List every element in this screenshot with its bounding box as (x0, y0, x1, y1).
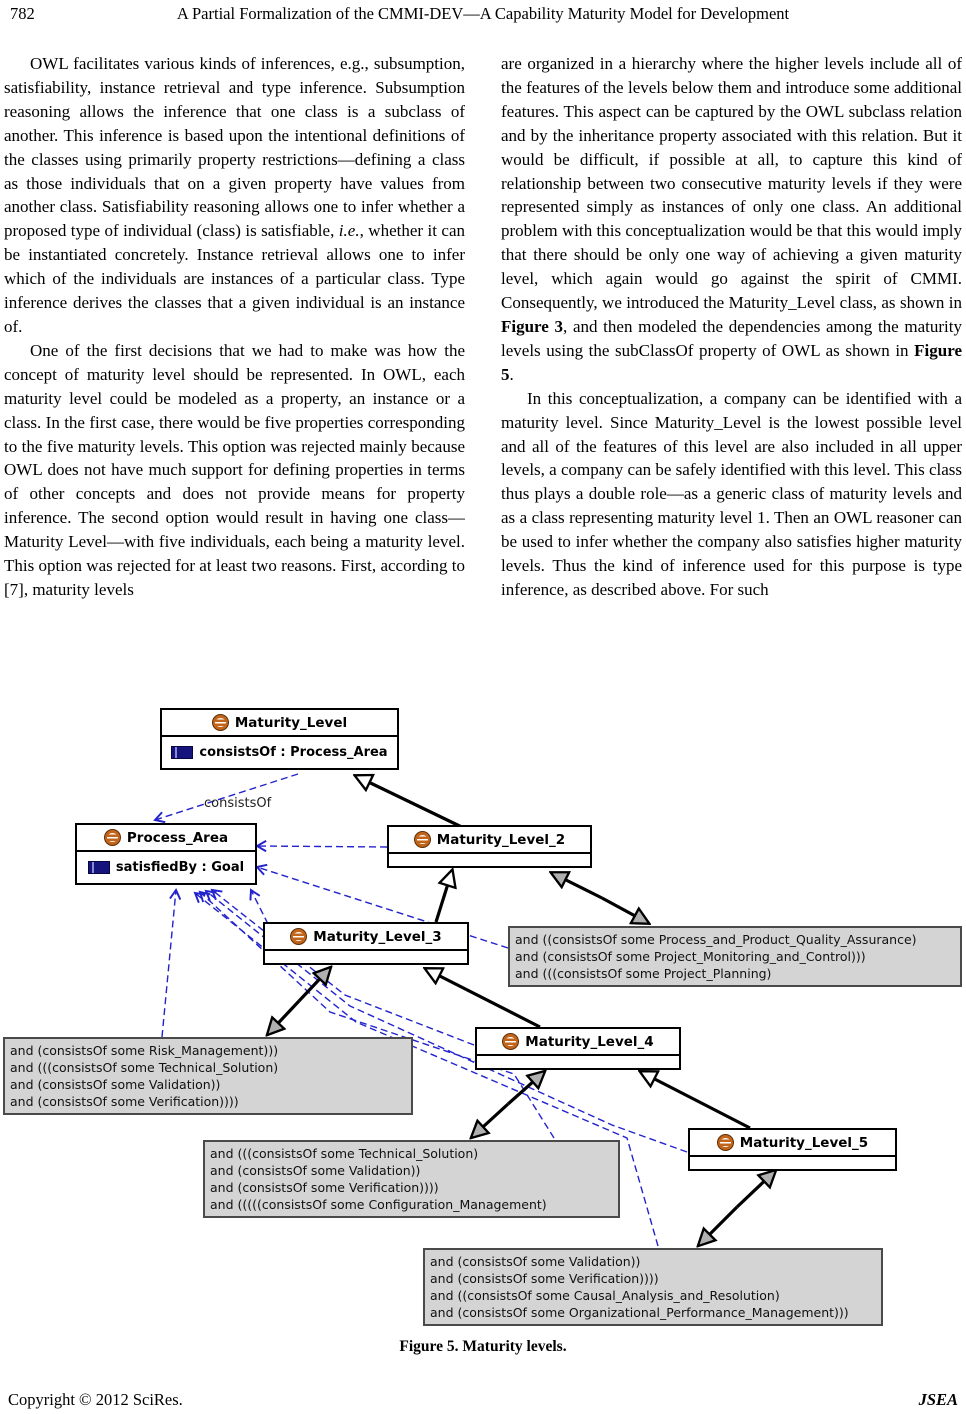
constraint-line: and (((consistsOf some Technical_Solutio… (210, 1146, 479, 1161)
equiv-edge-ml4-c4-b (472, 1102, 510, 1137)
equiv-edge-ml4-c4-a (506, 1072, 544, 1106)
node-title-row: Process_Area (77, 825, 255, 852)
consistsof-edge-ml3-pa (249, 888, 269, 925)
constraint-line: and (consistsOf some Verification)))) (430, 1271, 659, 1286)
running-title: A Partial Formalization of the CMMI-DEV—… (176, 4, 790, 23)
constraint-box-ml5: and (consistsOf some Validation)) and (c… (423, 1248, 883, 1326)
class-node-maturity-level-5: Maturity_Level_5 (688, 1128, 897, 1171)
node-title-row: Maturity_Level_2 (389, 827, 590, 854)
subclass-edge-ml3-ml2 (434, 871, 452, 923)
text-segment: Figure 5 (501, 340, 962, 384)
constraint-line: and (((consistsOf some Project_Planning) (515, 966, 772, 981)
class-icon (413, 831, 431, 848)
constraint-line: and (consistsOf some Risk_Management))) (10, 1043, 279, 1058)
class-node-maturity-level-2: Maturity_Level_2 (387, 825, 592, 868)
class-icon (211, 714, 229, 731)
text-segment: One of the first decisions that we had t… (4, 340, 465, 599)
node-empty-row (690, 1157, 895, 1169)
paragraph: In this conceptualization, a company can… (501, 387, 962, 602)
node-empty-row (389, 854, 590, 866)
class-icon (103, 829, 121, 846)
equiv-edge-ml3-c3-b (268, 999, 301, 1034)
figure-5-diagram: consistsOf Maturity_Level consistsOf : P… (0, 700, 966, 1334)
journal-abbreviation: JSEA (918, 1390, 958, 1409)
constraint-box-ml4: and (((consistsOf some Technical_Solutio… (203, 1140, 620, 1218)
diagram-edges (153, 773, 966, 1334)
subclass-edge-ml2-ml (356, 776, 471, 833)
class-icon (716, 1134, 734, 1151)
text-segment: , and then modeled the dependencies amon… (501, 316, 962, 360)
equiv-edge-ml5-c5-a (735, 1171, 775, 1209)
figure-caption: Figure 5. Maturity levels. (399, 1338, 567, 1355)
node-title-row: Maturity_Level_4 (477, 1029, 679, 1056)
copyright-text: Copyright © 2012 SciRes. (8, 1390, 183, 1409)
constraint-line: and (consistsOf some Validation)) (430, 1254, 641, 1269)
property-label: satisfiedBy : Goal (115, 860, 245, 875)
right-column: are organized in a hierarchy where the h… (501, 52, 962, 697)
page-footer: Copyright © 2012 SciRes. JSEA (8, 1390, 958, 1410)
text-segment: In this conceptualization, a company can… (501, 388, 962, 599)
property-icon (171, 746, 194, 759)
class-node-process-area: Process_Area satisfiedBy : Goal (75, 823, 257, 885)
constraint-line: and (consistsOf some Verification)))) (210, 1180, 439, 1195)
text-segment: . (509, 364, 514, 384)
equiv-edge-ml5-c5-b (699, 1205, 739, 1245)
class-icon (290, 928, 308, 945)
node-empty-row (477, 1056, 679, 1068)
consistsof-edge-label: consistsOf (204, 796, 272, 811)
page-number: 782 (10, 4, 35, 23)
subclass-edge-ml4-ml3 (426, 969, 541, 1029)
node-empty-row (265, 951, 467, 963)
class-node-maturity-level-4: Maturity_Level_4 (475, 1027, 681, 1070)
text-segment: i.e. (338, 221, 360, 241)
consistsof-edge-ml-pa (153, 773, 299, 824)
property-icon (87, 861, 110, 874)
constraint-line: and (consistsOf some Organizational_Perf… (430, 1305, 849, 1320)
node-title-row: Maturity_Level_3 (265, 924, 467, 951)
node-property-row: consistsOf : Process_Area (162, 737, 397, 768)
class-name: Maturity_Level_3 (313, 928, 442, 945)
left-column: OWL facilitates various kinds of inferen… (4, 52, 465, 697)
article-body: OWL facilitates various kinds of inferen… (4, 52, 962, 697)
node-title-row: Maturity_Level_5 (690, 1130, 895, 1157)
class-icon (502, 1033, 520, 1050)
text-segment: are organized in a hierarchy where the h… (501, 54, 962, 313)
text-segment: Figure 3 (501, 316, 564, 336)
constraint-line: and (consistsOf some Project_Monitoring_… (515, 949, 866, 964)
constraint-line: and (consistsOf some Verification)))) (10, 1094, 239, 1109)
equiv-edge-ml2-c2-a (552, 873, 603, 900)
equiv-edge-ml2-c2-b (601, 896, 648, 923)
constraint-line: and ((consistsOf some Causal_Analysis_an… (430, 1288, 780, 1303)
constraint-line: and (consistsOf some Validation)) (10, 1077, 221, 1092)
class-name: Maturity_Level_2 (436, 831, 566, 848)
constraint-box-ml3: and (consistsOf some Risk_Management))) … (3, 1037, 413, 1115)
constraint-box-ml2: and ((consistsOf some Process_and_Produc… (508, 926, 962, 987)
constraint-line: and ((consistsOf some Process_and_Produc… (515, 932, 917, 947)
consistsof-edge-c3-pa (161, 888, 182, 1038)
constraint-line: and (((((consistsOf some Configuration_M… (210, 1197, 547, 1212)
constraint-line: and (((consistsOf some Technical_Solutio… (10, 1060, 279, 1075)
class-name: Maturity_Level (234, 714, 348, 731)
class-name: Maturity_Level_4 (525, 1033, 654, 1050)
consistsof-edge-ml4-pa (210, 888, 475, 1046)
node-title-row: Maturity_Level (162, 710, 397, 737)
paragraph: One of the first decisions that we had t… (4, 339, 465, 602)
consistsof-edge-ml2-pa (255, 840, 388, 853)
text-segment: , whether it can be instantiated concret… (4, 221, 465, 336)
page-header: 782 A Partial Formalization of the CMMI-… (8, 4, 958, 26)
text-segment: OWL facilitates various kinds of inferen… (4, 54, 465, 241)
equiv-edge-ml3-c3-a (297, 968, 330, 1003)
class-node-maturity-level: Maturity_Level consistsOf : Process_Area (160, 708, 399, 770)
paragraph: are organized in a hierarchy where the h… (501, 52, 962, 387)
paragraph: OWL facilitates various kinds of inferen… (4, 52, 465, 339)
class-name: Process_Area (126, 829, 229, 846)
node-property-row: satisfiedBy : Goal (77, 852, 255, 883)
property-label: consistsOf : Process_Area (199, 745, 388, 760)
class-node-maturity-level-3: Maturity_Level_3 (263, 922, 469, 965)
subclass-edge-ml5-ml4 (641, 1072, 751, 1130)
class-name: Maturity_Level_5 (739, 1134, 869, 1151)
constraint-line: and (consistsOf some Validation)) (210, 1163, 421, 1178)
